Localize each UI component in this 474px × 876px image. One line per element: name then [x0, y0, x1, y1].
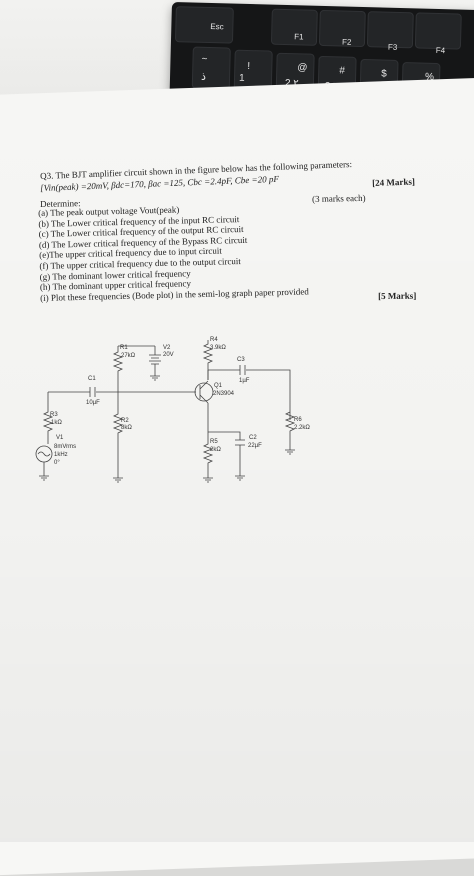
c3-name: C3: [237, 357, 245, 363]
v1-name: V1: [56, 435, 64, 441]
r4-name: R4: [210, 337, 218, 343]
q1-value: 2N3904: [213, 391, 235, 397]
r5-resistor: [202, 432, 214, 483]
c3-value: 1µF: [239, 378, 250, 384]
r6-value: 2.2kΩ: [294, 425, 310, 431]
r1-resistor: [112, 346, 124, 392]
r3-name: R3: [50, 412, 58, 418]
r6-name: R6: [294, 417, 302, 423]
r4-value: 3.9kΩ: [210, 345, 226, 351]
r1-name: R1: [120, 345, 128, 351]
c2-capacitor: [235, 439, 245, 481]
r4-resistor: [202, 340, 214, 380]
r5-value: 2kΩ: [210, 447, 221, 453]
q1-name: Q1: [214, 383, 223, 389]
question-sheet: Q3. The BJT amplifier circuit shown in t…: [35, 159, 416, 483]
v2-value: 20V: [163, 352, 174, 358]
r5-name: R5: [210, 439, 218, 445]
r2-resistor: [112, 392, 124, 483]
v1-line2: 1kHz: [54, 452, 68, 458]
c2-value: 22µF: [248, 443, 262, 449]
q1-transistor: [194, 382, 214, 402]
c2-name: C2: [249, 435, 257, 441]
r3-value: 1kΩ: [51, 420, 62, 426]
c1-capacitor: [89, 387, 96, 397]
v2-battery: [149, 346, 161, 381]
r6-resistor: [284, 411, 296, 455]
r2-name: R2: [121, 418, 129, 424]
c3-capacitor: [239, 365, 246, 375]
v1-line1: 8mVrms: [54, 444, 76, 450]
r2-value: 8kΩ: [121, 425, 132, 431]
r1-value: 27kΩ: [121, 353, 136, 359]
circuit-diagram: R1 27kΩ V2 20V C1 10µF R2 8kΩ R3 1kΩ V1 …: [35, 337, 310, 483]
v2-name: V2: [163, 345, 171, 351]
c1-name: C1: [88, 376, 96, 382]
v1-line3: 0°: [54, 460, 60, 466]
r3-resistor: [42, 392, 54, 444]
c1-value: 10µF: [86, 400, 100, 406]
